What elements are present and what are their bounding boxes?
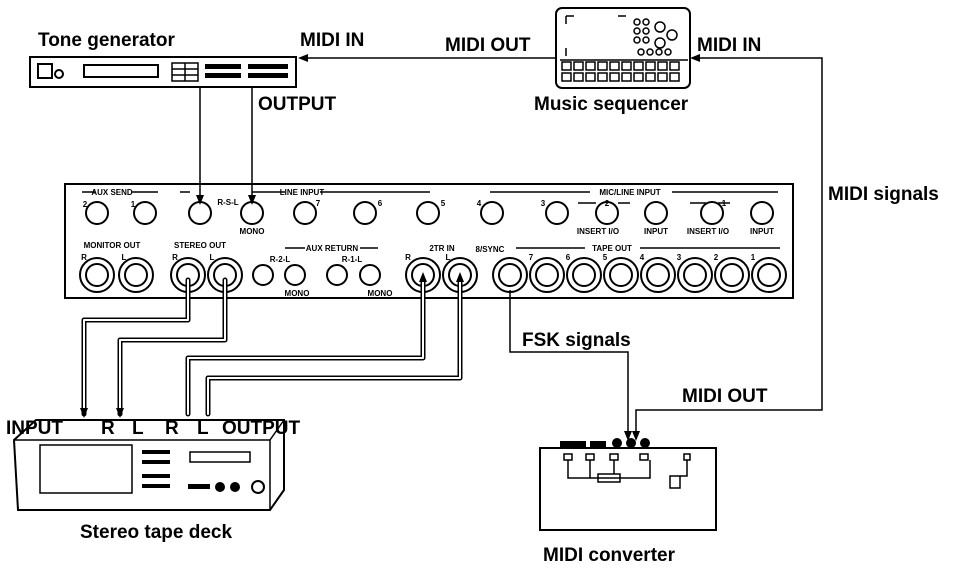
rsl-label: R-S-L — [217, 198, 238, 207]
2tr-in-l: L — [446, 253, 451, 262]
deck-output-label: OUTPUT — [222, 418, 301, 439]
sync-label: 8/SYNC — [476, 245, 505, 254]
monitor-out-l: L — [122, 253, 127, 262]
deck-output-r-label: R — [165, 418, 179, 439]
tone-generator-output-label: OUTPUT — [258, 94, 337, 115]
mic-line-input-label: MIC/LINE INPUT — [599, 188, 660, 197]
tone-generator-label: Tone generator — [38, 30, 175, 51]
aux-send-2: 2 — [83, 200, 88, 209]
deck-output-l-label: L — [197, 418, 209, 439]
monitor-out-r: R — [81, 253, 87, 262]
tone-generator-midi-in-label: MIDI IN — [300, 30, 364, 51]
tape-out-4: 4 — [640, 253, 645, 262]
aux-return-r1l: R-1-L — [342, 255, 363, 264]
tape-out-5: 5 — [603, 253, 608, 262]
sequencer-midi-in-label: MIDI IN — [697, 35, 761, 56]
aux-send-1: 1 — [131, 200, 136, 209]
stereo-tape-deck-label: Stereo tape deck — [80, 522, 232, 543]
midi-signals-label: MIDI signals — [828, 184, 939, 205]
tape-out-7: 7 — [529, 253, 534, 262]
tape-out-label: TAPE OUT — [592, 244, 632, 253]
aux-send-label: AUX SEND — [91, 188, 133, 197]
line-input-6: 6 — [378, 199, 383, 208]
tape-out-6: 6 — [566, 253, 571, 262]
line-input-3: 3 — [541, 199, 546, 208]
insert-io-label-2: INSERT I/O — [687, 227, 729, 236]
converter-midi-out-label: MIDI OUT — [682, 386, 768, 407]
2tr-in-r: R — [405, 253, 411, 262]
tape-out-1: 1 — [751, 253, 756, 262]
mic-line-2: 2 — [605, 199, 610, 208]
mixer-rear-panel: AUX SEND 2 1 R-S-L LINE INPUT 7 6 5 4 3 … — [64, 183, 794, 299]
fsk-signals-label: FSK signals — [522, 330, 631, 351]
midi-converter-label: MIDI converter — [543, 545, 676, 566]
deck-input-l-label: L — [132, 418, 144, 439]
input-label-1: INPUT — [644, 227, 668, 236]
sequencer-midi-out-label: MIDI OUT — [445, 35, 531, 56]
stereo-out-r: R — [172, 253, 178, 262]
line-input-4: 4 — [477, 199, 482, 208]
mic-line-1: 1 — [722, 199, 727, 208]
music-sequencer — [555, 7, 691, 89]
tone-generator — [29, 56, 297, 88]
input-label-2: INPUT — [750, 227, 774, 236]
line-input-7: 7 — [316, 199, 321, 208]
insert-io-label-1: INSERT I/O — [577, 227, 619, 236]
stereo-out-label: STEREO OUT — [174, 241, 226, 250]
mono-label-3: MONO — [368, 289, 393, 298]
2tr-in-label: 2TR IN — [429, 244, 455, 253]
aux-return-r2l: R-2-L — [270, 255, 291, 264]
midi-cables — [196, 54, 823, 441]
deck-input-label: INPUT — [6, 418, 63, 439]
audio-cables — [80, 272, 464, 418]
midi-converter — [539, 438, 717, 531]
stereo-out-l: L — [210, 253, 215, 262]
aux-return-label: AUX RETURN — [306, 244, 359, 253]
tape-out-2: 2 — [714, 253, 719, 262]
tape-out-3: 3 — [677, 253, 682, 262]
mono-label-2: MONO — [285, 289, 310, 298]
line-input-5: 5 — [441, 199, 446, 208]
monitor-out-label: MONITOR OUT — [84, 241, 141, 250]
deck-input-r-label: R — [101, 418, 115, 439]
music-sequencer-label: Music sequencer — [534, 94, 689, 115]
line-input-label: LINE INPUT — [280, 188, 325, 197]
mono-label-1: MONO — [240, 227, 265, 236]
stereo-tape-deck — [12, 419, 285, 511]
